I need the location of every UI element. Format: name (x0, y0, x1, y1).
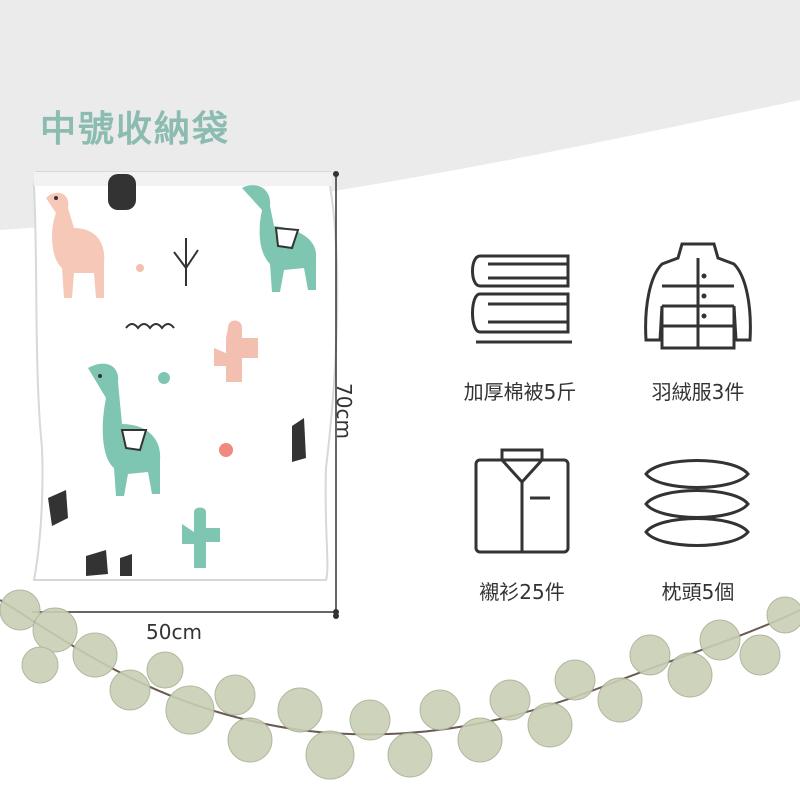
teal-llama-icon-center (88, 363, 161, 496)
page-title: 中號收納袋 (40, 109, 231, 150)
height-label: 70cm (332, 383, 356, 439)
folded-quilt-icon (471, 254, 572, 344)
item-label-shirt: 襯衫25件 (479, 580, 565, 604)
width-dimension-line (32, 609, 339, 615)
pink-llama-icon (46, 192, 105, 298)
down-jacket-icon (644, 242, 752, 350)
vacuum-bag-image (32, 171, 339, 581)
pink-cactus-icon (214, 320, 258, 382)
teal-cactus-icon (182, 507, 220, 568)
pillows-icon (644, 459, 750, 547)
item-label-pillows: 枕頭5個 (661, 580, 735, 604)
teal-llama-icon (242, 185, 317, 292)
item-label-quilt: 加厚棉被5斤 (463, 380, 577, 404)
item-label-jacket: 羽絨服3件 (651, 380, 745, 404)
eucalyptus-garland-decoration (0, 589, 800, 780)
shirt-icon (474, 448, 570, 554)
width-label: 50cm (146, 620, 202, 644)
